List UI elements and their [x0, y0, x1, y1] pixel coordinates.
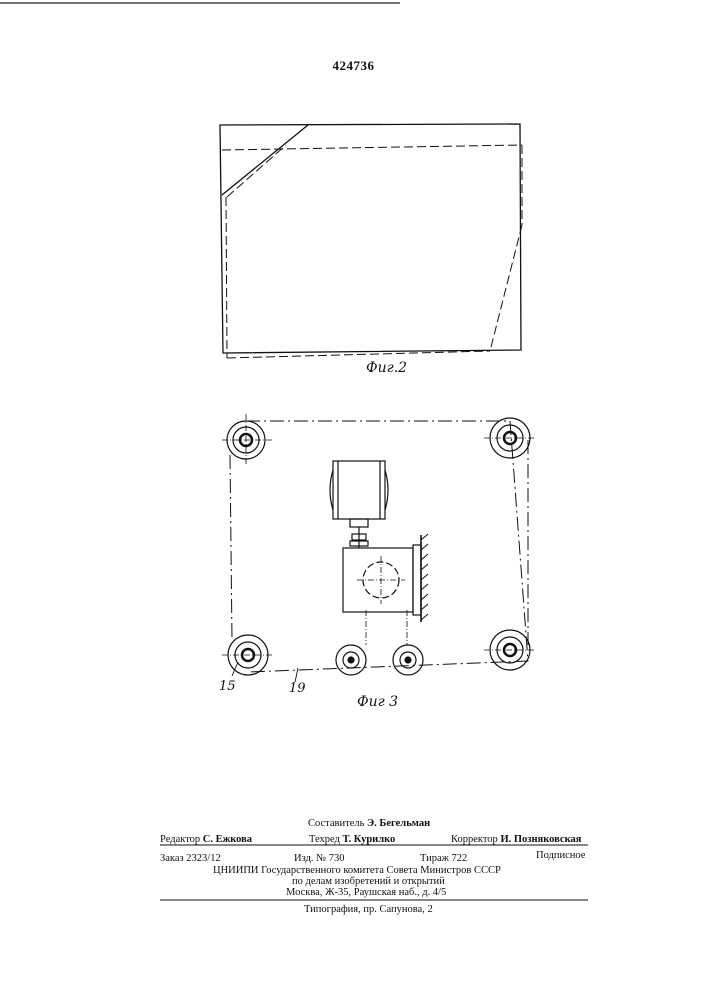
- imprint-editor: Редактор С. Ежкова: [160, 834, 252, 845]
- imprint-order: Заказ 2323/12: [160, 853, 221, 864]
- figure-3-caption: Фиг 3: [357, 694, 398, 710]
- editor-label: Редактор: [160, 834, 200, 845]
- imprint-org-line-1: ЦНИИПИ Государственного комитета Совета …: [213, 865, 501, 876]
- compiler-name: Э. Бегельман: [367, 818, 430, 829]
- techred-name: Т. Курилко: [343, 834, 396, 845]
- roller-top-left: [222, 414, 272, 466]
- techred-label: Техред: [309, 834, 340, 845]
- imprint-compiler: Составитель Э. Бегельман: [308, 818, 430, 829]
- wall-hatch: [421, 534, 428, 622]
- imprint-printer: Типография, пр. Сапунова, 2: [304, 904, 433, 915]
- fig3-dashdot-frame: [246, 421, 528, 672]
- imprint-subscription: Подписное: [536, 850, 585, 861]
- editor-name: С. Ежкова: [203, 834, 252, 845]
- motor-unit: [330, 461, 388, 527]
- figure-2-drawing: [220, 124, 522, 358]
- callout-19: 19: [289, 681, 306, 696]
- roller-bottom-left: [222, 635, 274, 675]
- imprint-corrector: Корректор И. Позняковская: [451, 834, 581, 845]
- fig2-dashed-right-diagonal: [490, 225, 522, 351]
- compiler-label: Составитель: [308, 818, 364, 829]
- figure-2-caption: Фиг.2: [366, 360, 407, 376]
- fig2-corner-solid: [222, 125, 308, 195]
- fig2-dashed-left: [226, 197, 227, 358]
- imprint-org-line-2: по делам изобретений и открытий: [292, 876, 445, 887]
- callout-19-leader: [295, 668, 298, 682]
- corrector-name: И. Позняковская: [500, 834, 581, 845]
- roller-bottom-center-right: [393, 645, 423, 675]
- corrector-label: Корректор: [451, 834, 498, 845]
- fig2-dashed-top: [222, 145, 522, 150]
- fig3-dashdot-left: [230, 455, 232, 640]
- figure-3-drawing: [222, 414, 536, 682]
- patent-number: 424736: [0, 58, 707, 74]
- imprint-issue: Изд. № 730: [294, 853, 345, 864]
- fig2-outer-frame: [220, 124, 521, 353]
- callout-15: 15: [219, 679, 236, 694]
- imprint-org-line-3: Москва, Ж-35, Раушская наб., д. 4/5: [286, 887, 446, 898]
- motor-shaft: [350, 527, 368, 548]
- roller-bottom-center-left: [336, 645, 366, 675]
- imprint-techred: Техред Т. Курилко: [309, 834, 395, 845]
- gearbox-housing: [343, 545, 421, 615]
- imprint-circulation: Тираж 722: [420, 853, 467, 864]
- fig2-corner-dashed: [227, 145, 286, 197]
